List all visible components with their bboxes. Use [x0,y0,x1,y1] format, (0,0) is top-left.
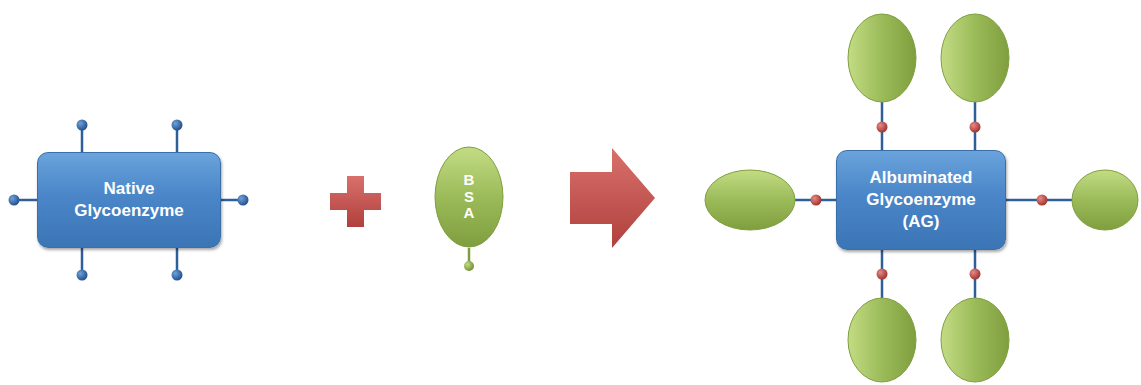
enzyme-box: Native Glycoenzyme [37,152,221,248]
linker-dots [811,122,1048,280]
albumin-ellipses [705,14,1138,382]
protein-label: B S A [462,172,477,222]
glycan-balls [9,120,249,281]
bsa-ball [464,261,474,271]
albumin-ellipse: B S A [434,146,504,248]
linker-sticks [795,102,1072,298]
enzyme-label: Native Glycoenzyme [53,178,205,222]
glycan-pins [17,128,240,272]
enzyme-label: Albuminated Glycoenzyme (AG) [852,167,990,233]
enzyme-box: Albuminated Glycoenzyme (AG) [836,150,1006,250]
plus-sign [330,176,381,227]
bsa-stick [468,248,471,262]
reaction-arrow [570,148,655,248]
